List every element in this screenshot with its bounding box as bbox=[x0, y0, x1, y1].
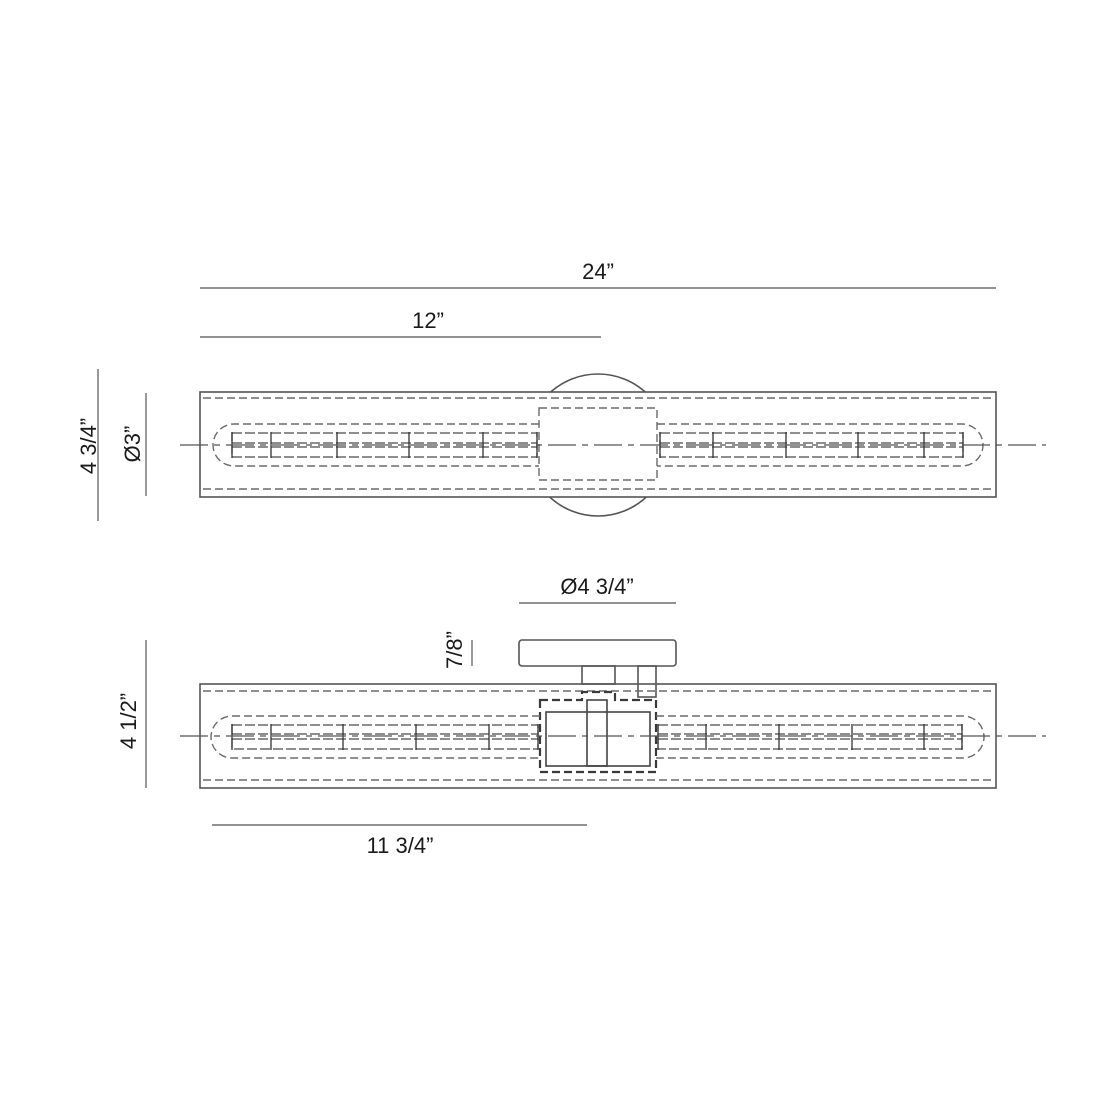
side-left-lamp-tube bbox=[231, 724, 539, 750]
overall-width-label: 24” bbox=[582, 259, 614, 284]
dimension-canopy-thickness: 7/8” bbox=[442, 631, 473, 669]
top-height-label: 4 3/4” bbox=[76, 418, 101, 474]
canopy-thickness-label: 7/8” bbox=[442, 631, 467, 669]
canopy-plate bbox=[518, 639, 677, 667]
top-view: 24” 12” 4 3/4” Ø3” bbox=[76, 259, 1046, 521]
dimension-side-height: 4 1/2” bbox=[116, 640, 147, 788]
dimension-canopy-diameter-top: Ø3” bbox=[120, 393, 147, 496]
center-housing-inner bbox=[545, 711, 651, 767]
canopy-stem bbox=[581, 665, 616, 685]
dimension-canopy-diameter-side: Ø4 3/4” bbox=[519, 574, 676, 604]
dimension-half-width: 12” bbox=[200, 308, 601, 338]
canopy-post bbox=[637, 665, 657, 698]
side-right-lamp-capsule bbox=[656, 715, 985, 759]
side-view: Ø4 3/4” 7/8” 4 1/2” bbox=[116, 574, 1046, 858]
half-width-label: 12” bbox=[412, 308, 444, 333]
lamp-section-label: 11 3/4” bbox=[367, 833, 434, 858]
center-housing-hidden bbox=[538, 407, 658, 481]
side-left-lamp-capsule bbox=[210, 715, 540, 759]
side-right-lamp-tube bbox=[657, 724, 963, 750]
left-lamp-capsule bbox=[212, 423, 539, 467]
side-height-label: 4 1/2” bbox=[116, 693, 141, 749]
dimension-overall-width: 24” bbox=[200, 259, 996, 289]
center-stem-inner bbox=[586, 699, 608, 767]
center-housing-outer-hidden bbox=[538, 690, 658, 774]
dimension-lamp-section: 11 3/4” bbox=[212, 824, 587, 858]
dimension-top-height: 4 3/4” bbox=[76, 369, 101, 521]
canopy-diameter-top-label: Ø3” bbox=[120, 426, 145, 463]
canopy-diameter-side-label: Ø4 3/4” bbox=[560, 574, 633, 599]
